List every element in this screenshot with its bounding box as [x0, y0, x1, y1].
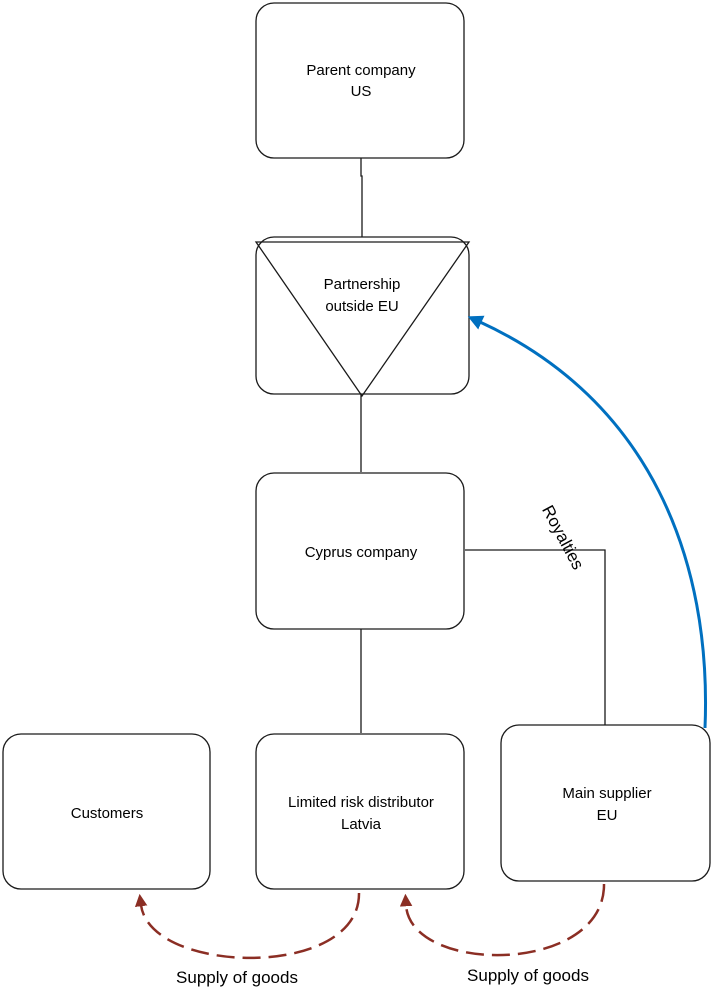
distributor-box	[255, 733, 465, 890]
royalties-label: Royalties	[538, 502, 588, 573]
cyprus-company-node: Cyprus company	[255, 472, 465, 630]
connectors	[360, 158, 606, 733]
customers-label: Customers	[71, 805, 144, 822]
distributor-line1: Limited risk distributor	[288, 794, 434, 811]
royalty-flow-arrow	[467, 315, 708, 729]
supplier-line2: EU	[597, 807, 618, 824]
cyprus-company-box	[255, 472, 465, 630]
partnership-line2: outside EU	[325, 298, 398, 315]
distributor-node: Limited risk distributor Latvia	[255, 733, 465, 890]
partnership-box	[255, 236, 470, 395]
partnership-triangle-symbol	[254, 241, 471, 398]
partnership-line1: Partnership	[324, 276, 401, 293]
distributor-line2: Latvia	[341, 816, 382, 833]
parent-to-partnership-connector	[360, 158, 363, 242]
customers-box	[2, 733, 211, 890]
cyprus-to-supplier-royalty-connector	[465, 549, 606, 725]
supply-to-customers-label: Supply of goods	[176, 968, 298, 987]
supply-to-distributor-arrow	[399, 883, 606, 957]
parent-company-node: Parent company US	[255, 2, 465, 159]
supply-to-customers-arrow	[134, 892, 361, 960]
supplier-line1: Main supplier	[562, 785, 651, 802]
supplier-node: Main supplier EU	[500, 724, 711, 882]
parent-company-line1: Parent company	[306, 62, 416, 79]
supplier-box	[500, 724, 711, 882]
cyprus-company-label: Cyprus company	[305, 544, 418, 561]
customers-node: Customers	[2, 733, 211, 890]
parent-company-box	[255, 2, 465, 159]
partnership-node: Partnership outside EU	[254, 236, 471, 398]
supply-to-distributor-label: Supply of goods	[467, 966, 589, 985]
parent-company-line2: US	[351, 83, 372, 100]
